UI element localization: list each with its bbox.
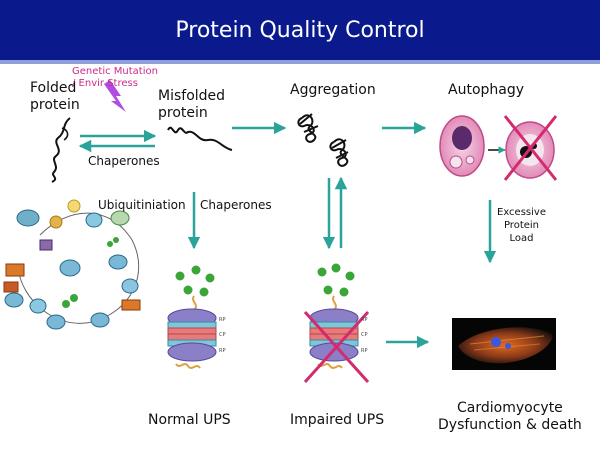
label-line: / Envir Stress xyxy=(72,78,138,89)
autophagy-label: Autophagy xyxy=(448,82,525,98)
folded-protein-label: Folded protein xyxy=(30,80,80,114)
label-line: Cardiomyocyte xyxy=(457,400,563,416)
page-title: Protein Quality Control xyxy=(175,18,425,43)
folded-protein-icon xyxy=(51,117,71,183)
label-line: Excessive xyxy=(497,207,546,218)
rp-label: RP xyxy=(219,317,226,323)
impaired-ups-label: Impaired UPS xyxy=(290,412,385,428)
ubiquitination-cycle xyxy=(3,199,141,330)
label-line: Genetic Mutation xyxy=(72,66,158,77)
label-line: protein xyxy=(30,97,80,113)
label-line: Folded xyxy=(30,80,77,96)
cardiomyocyte-image xyxy=(452,318,556,370)
title-bar xyxy=(0,0,600,60)
proteasome-icon xyxy=(309,263,359,369)
label-line: Load xyxy=(509,233,534,244)
rp-label: RP xyxy=(361,348,368,354)
chaperones-label: Chaperones xyxy=(88,154,160,168)
proteasome-icon xyxy=(167,265,217,369)
misfolded-protein-icon xyxy=(167,126,233,151)
chaperones-ups-label: Chaperones xyxy=(200,198,272,212)
normal-ups-label: Normal UPS xyxy=(148,412,231,428)
rp-label: RP xyxy=(361,317,368,323)
label-line: Dysfunction & death xyxy=(438,417,582,433)
aggregate-icon xyxy=(297,113,349,167)
label-line: protein xyxy=(158,105,208,121)
cross-icon xyxy=(303,310,370,384)
cp-label: CP xyxy=(361,332,368,338)
label-line: Misfolded xyxy=(158,88,226,104)
label-line: Protein xyxy=(503,220,540,231)
cp-label: CP xyxy=(219,332,226,338)
ubiquitination-label: Ubiquitiniation xyxy=(98,198,186,212)
genetic-stress-label: Genetic Mutation / Envir Stress xyxy=(72,66,158,90)
cell-icon xyxy=(439,115,485,177)
excessive-load-label: Excessive Protein Load xyxy=(497,206,546,245)
lightning-icon xyxy=(104,80,126,112)
misfolded-protein-label: Misfolded protein xyxy=(158,88,225,122)
outcome-label: Cardiomyocyte Dysfunction & death xyxy=(438,400,582,434)
aggregation-label: Aggregation xyxy=(290,82,376,98)
cross-icon xyxy=(503,115,558,181)
rp-label: RP xyxy=(219,348,226,354)
title-underline xyxy=(0,60,600,64)
